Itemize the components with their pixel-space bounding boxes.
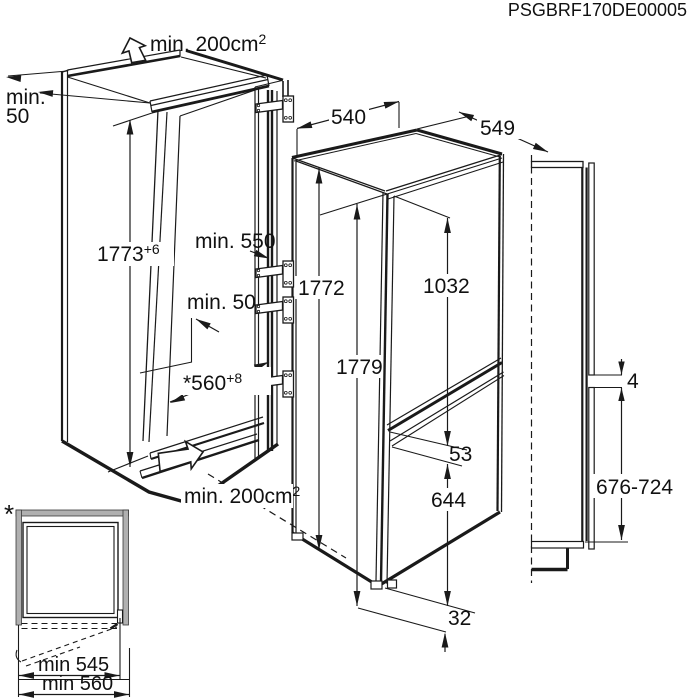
niche-depth-leader [249, 249, 269, 259]
rear-clearance-leader [139, 318, 220, 374]
labels: PSGBRF170DE00005 min. 200cm2 min. 50 177… [4, 0, 687, 695]
hinge-icon [255, 95, 295, 123]
wall-clearance-leaders [6, 70, 151, 104]
label-wall-clearance-2: 50 [6, 105, 29, 128]
label-fridge-width: 540 [331, 106, 366, 129]
label-fridge-height: 1772 [298, 277, 345, 300]
label-wall-clearance-1: min. [6, 86, 46, 109]
page-title: PSGBRF170DE00005 [508, 0, 687, 20]
label-upper-door-height: 1032 [423, 275, 470, 298]
label-fridge-depth: 549 [480, 117, 515, 140]
niche-height-dimension [107, 110, 159, 473]
door-panel-side-view [530, 155, 628, 583]
fridge-dimensions [296, 100, 549, 652]
label-inset-outer-width: min 560 [42, 673, 113, 695]
label-total-height: 1779 [336, 356, 383, 379]
label-panel-gap: 4 [627, 370, 639, 393]
hinge-icon [255, 260, 295, 288]
label-inset-star: * [4, 499, 14, 529]
label-niche-width: *560+8 [183, 370, 242, 395]
label-top-vent: min. 200cm2 [150, 31, 267, 56]
top-vent-arrow-icon [120, 36, 148, 64]
hinge-icon [255, 296, 295, 324]
bottom-vent-arrow-icon [157, 439, 205, 473]
label-bottom-clearance: 32 [448, 607, 471, 630]
niche-drawing [60, 49, 289, 506]
label-bottom-vent: min. 200cm2 [184, 483, 301, 508]
label-lower-panel-range: 676-724 [596, 476, 673, 499]
label-rear-clearance: min. 50 [187, 291, 256, 314]
label-niche-depth: min. 550 [195, 230, 276, 253]
label-lower-door-height: 644 [431, 489, 466, 512]
label-inset-inner-width: min 545 [38, 654, 109, 676]
niche-top-view-inset [15, 509, 131, 698]
fridge-drawing [291, 128, 505, 590]
label-niche-height: 1773+6 [97, 241, 160, 266]
label-door-gap: 53 [449, 443, 472, 466]
